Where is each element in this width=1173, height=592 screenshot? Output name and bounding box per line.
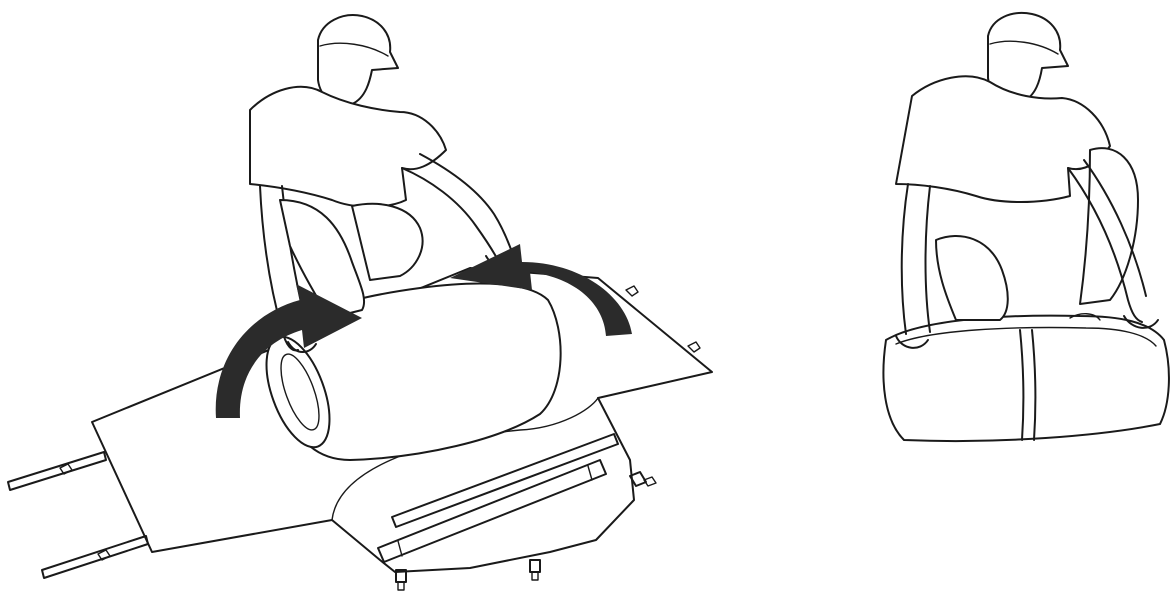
- packed-bag-step-panel: [883, 13, 1168, 441]
- rolling-step-panel: [8, 15, 712, 590]
- packed-duffel-bag: [883, 314, 1168, 441]
- kneeling-man-packing: [896, 13, 1158, 348]
